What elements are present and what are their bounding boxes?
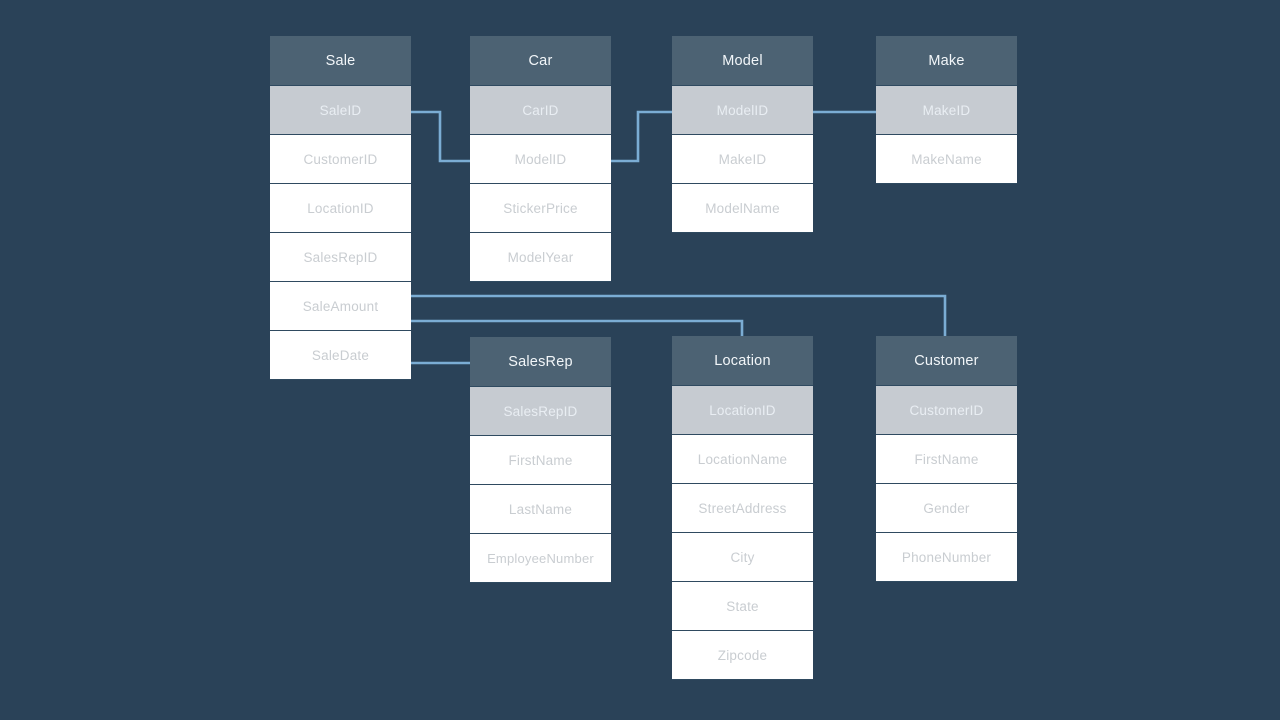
- field-model-modelname[interactable]: ModelName: [672, 183, 813, 233]
- field-sale-salesrepid[interactable]: SalesRepID: [270, 232, 411, 282]
- field-sale-locationid[interactable]: LocationID: [270, 183, 411, 233]
- table-header-make: Make: [876, 36, 1017, 86]
- field-car-modelid[interactable]: ModelID: [470, 134, 611, 184]
- field-location-zipcode[interactable]: Zipcode: [672, 630, 813, 680]
- table-header-model: Model: [672, 36, 813, 86]
- field-car-modelyear[interactable]: ModelYear: [470, 232, 611, 282]
- field-customer-gender[interactable]: Gender: [876, 483, 1017, 533]
- field-location-city[interactable]: City: [672, 532, 813, 582]
- entity-table-sale[interactable]: Sale SaleID CustomerID LocationID SalesR…: [270, 36, 411, 380]
- field-make-makename[interactable]: MakeName: [876, 134, 1017, 184]
- field-model-primary-key[interactable]: ModelID: [672, 85, 813, 135]
- field-car-stickerprice[interactable]: StickerPrice: [470, 183, 611, 233]
- entity-table-location[interactable]: Location LocationID LocationName StreetA…: [672, 336, 813, 680]
- table-header-location: Location: [672, 336, 813, 386]
- entity-table-model[interactable]: Model ModelID MakeID ModelName: [672, 36, 813, 233]
- entity-table-customer[interactable]: Customer CustomerID FirstName Gender Pho…: [876, 336, 1017, 582]
- connector-sale-car: [402, 110, 478, 163]
- field-location-locationname[interactable]: LocationName: [672, 434, 813, 484]
- field-car-primary-key[interactable]: CarID: [470, 85, 611, 135]
- field-salesrep-primary-key[interactable]: SalesRepID: [470, 386, 611, 436]
- entity-table-car[interactable]: Car CarID ModelID StickerPrice ModelYear: [470, 36, 611, 282]
- entity-table-salesrep[interactable]: SalesRep SalesRepID FirstName LastName E…: [470, 337, 611, 583]
- field-make-primary-key[interactable]: MakeID: [876, 85, 1017, 135]
- field-model-makeid[interactable]: MakeID: [672, 134, 813, 184]
- table-header-sale: Sale: [270, 36, 411, 86]
- field-customer-firstname[interactable]: FirstName: [876, 434, 1017, 484]
- field-salesrep-firstname[interactable]: FirstName: [470, 435, 611, 485]
- connector-sale-location: [408, 319, 744, 337]
- field-location-streetaddress[interactable]: StreetAddress: [672, 483, 813, 533]
- table-header-customer: Customer: [876, 336, 1017, 386]
- field-sale-saleamount[interactable]: SaleAmount: [270, 281, 411, 331]
- field-salesrep-lastname[interactable]: LastName: [470, 484, 611, 534]
- entity-table-make[interactable]: Make MakeID MakeName: [876, 36, 1017, 184]
- field-customer-phonenumber[interactable]: PhoneNumber: [876, 532, 1017, 582]
- field-sale-primary-key[interactable]: SaleID: [270, 85, 411, 135]
- field-salesrep-employeenumber[interactable]: EmployeeNumber: [470, 533, 611, 583]
- field-sale-customerid[interactable]: CustomerID: [270, 134, 411, 184]
- table-header-salesrep: SalesRep: [470, 337, 611, 387]
- field-location-state[interactable]: State: [672, 581, 813, 631]
- field-customer-primary-key[interactable]: CustomerID: [876, 385, 1017, 435]
- field-location-primary-key[interactable]: LocationID: [672, 385, 813, 435]
- connector-sale-customer: [408, 294, 947, 337]
- field-sale-saledate[interactable]: SaleDate: [270, 330, 411, 380]
- table-header-car: Car: [470, 36, 611, 86]
- connector-car-model: [602, 110, 680, 163]
